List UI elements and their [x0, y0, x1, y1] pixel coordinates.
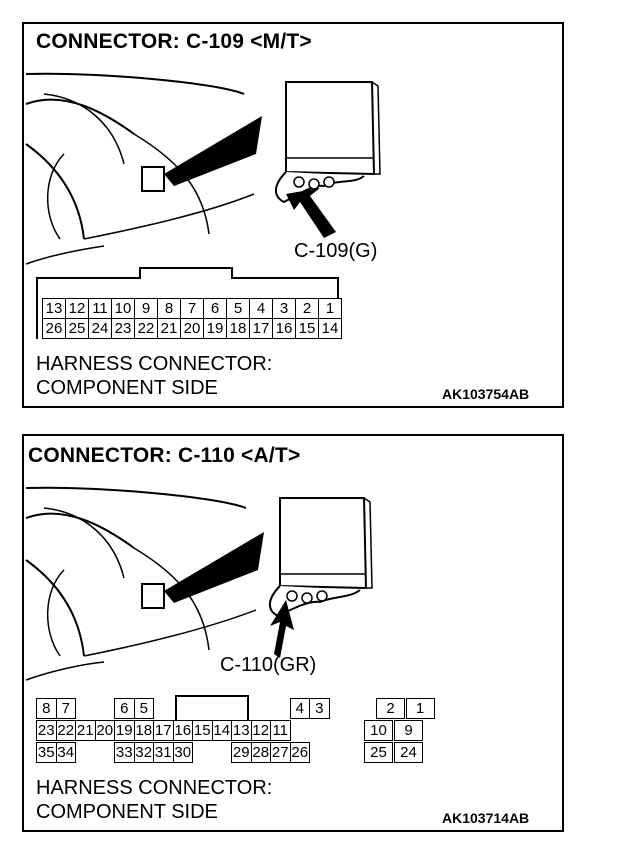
pin-32: 32 — [133, 742, 154, 763]
pin-10: 10 — [111, 298, 135, 319]
pin-4: 4 — [249, 298, 273, 319]
pin-18: 18 — [133, 720, 154, 741]
pin-15: 15 — [192, 720, 213, 741]
pin-1: 1 — [318, 298, 342, 319]
pin-26: 26 — [42, 318, 66, 339]
component-side-label: COMPONENT SIDE — [36, 801, 218, 823]
pin-8: 8 — [157, 298, 181, 319]
pin-3: 3 — [272, 298, 296, 319]
pin-5: 5 — [133, 698, 154, 719]
pin-2: 2 — [295, 298, 319, 319]
pin-11: 11 — [88, 298, 112, 319]
pin-6: 6 — [114, 698, 135, 719]
pin-18: 18 — [226, 318, 250, 339]
pin-20: 20 — [94, 720, 115, 741]
pin-23: 23 — [36, 720, 57, 741]
pin-35: 35 — [36, 742, 57, 763]
pin-4: 4 — [289, 698, 310, 719]
pin-22: 22 — [55, 720, 76, 741]
pin-19: 19 — [114, 720, 135, 741]
figure-code: AK103714AB — [442, 810, 530, 826]
pin-14: 14 — [318, 318, 342, 339]
pin-23: 23 — [111, 318, 135, 339]
pin-11: 11 — [270, 720, 291, 741]
pin-7: 7 — [55, 698, 76, 719]
pin-12: 12 — [65, 298, 89, 319]
pin-9: 9 — [394, 720, 423, 741]
pin-17: 17 — [249, 318, 273, 339]
component-side-label: COMPONENT SIDE — [36, 377, 218, 399]
pin-1: 1 — [405, 698, 435, 719]
panel-title: CONNECTOR: C-109 <M/T> — [36, 30, 312, 53]
pin-15: 15 — [295, 318, 319, 339]
pin-6: 6 — [203, 298, 227, 319]
harness-connector-label: HARNESS CONNECTOR: — [36, 353, 273, 375]
panel-title: CONNECTOR: C-110 <A/T> — [28, 444, 301, 467]
pin-25: 25 — [65, 318, 89, 339]
pin-13: 13 — [42, 298, 66, 319]
pin-16: 16 — [272, 318, 296, 339]
pin-8: 8 — [36, 698, 57, 719]
dashboard-illustration — [25, 486, 373, 681]
pin-19: 19 — [203, 318, 227, 339]
pin-5: 5 — [226, 298, 250, 319]
pin-9: 9 — [134, 298, 158, 319]
pin-17: 17 — [153, 720, 174, 741]
connector-housing — [36, 267, 339, 339]
pin-29: 29 — [231, 742, 252, 763]
pin-26: 26 — [289, 742, 310, 763]
pin-34: 34 — [55, 742, 76, 763]
pin-24: 24 — [394, 742, 423, 763]
pin-7: 7 — [180, 298, 204, 319]
pin-33: 33 — [114, 742, 135, 763]
pin-21: 21 — [157, 318, 181, 339]
pin-14: 14 — [211, 720, 232, 741]
pin-3: 3 — [309, 698, 330, 719]
connector-callout: C-109(G) — [294, 240, 378, 262]
pin-21: 21 — [75, 720, 96, 741]
harness-connector-label: HARNESS CONNECTOR: — [36, 777, 273, 799]
pin-28: 28 — [250, 742, 271, 763]
pin-27: 27 — [270, 742, 291, 763]
pin-10: 10 — [364, 720, 393, 741]
pin-24: 24 — [88, 318, 112, 339]
pin-22: 22 — [134, 318, 158, 339]
pin-31: 31 — [153, 742, 174, 763]
pin-13: 13 — [231, 720, 252, 741]
connector-callout: C-110(GR) — [220, 654, 317, 676]
dashboard-illustration — [25, 72, 381, 265]
pin-25: 25 — [364, 742, 393, 763]
pin-16: 16 — [172, 720, 193, 741]
pin-2: 2 — [376, 698, 405, 719]
pin-20: 20 — [180, 318, 204, 339]
figure-code: AK103754AB — [442, 386, 530, 402]
pin-12: 12 — [250, 720, 271, 741]
pin-30: 30 — [172, 742, 193, 763]
